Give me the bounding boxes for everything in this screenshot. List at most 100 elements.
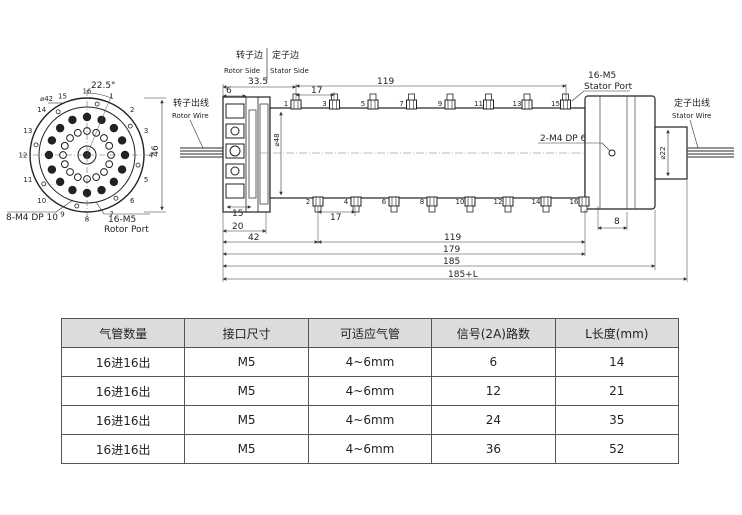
- front-port-number: 16: [83, 88, 92, 96]
- dim185-label: 185: [443, 257, 460, 267]
- port-fitting: [464, 196, 476, 207]
- stator-wire-bundle: [687, 147, 734, 158]
- inner-port: [100, 134, 108, 142]
- front-port-number: 1: [109, 92, 113, 100]
- rotor-side-cn: 转子边: [236, 49, 263, 61]
- side-port-number: 2: [306, 198, 310, 206]
- dim33-label: 33.5: [248, 77, 268, 87]
- dia48-label: ⌀48: [273, 133, 281, 146]
- port-fitting: [578, 196, 590, 207]
- side-port-number: 9: [438, 100, 442, 108]
- table-row: 16进16出 M5 4~6mm 24 35: [60, 405, 680, 435]
- angle-arc: [86, 92, 112, 99]
- stator-port-callout: 16-M5: [588, 71, 616, 81]
- outer-port: [82, 188, 92, 198]
- table-cell: 4~6mm: [307, 434, 433, 464]
- mount-hole: [135, 162, 141, 168]
- rotor-wire-en: Rotor Wire: [172, 112, 209, 120]
- col-header: 信号(2A)路数: [431, 318, 556, 348]
- inner-port: [60, 141, 69, 150]
- port-fitting: [367, 99, 379, 110]
- dim17-bot-label: 17: [330, 213, 341, 223]
- dim17-top-label: 17: [311, 86, 322, 96]
- dim8-label: 8: [614, 217, 620, 227]
- port-fitting: [406, 99, 417, 110]
- rotor-flange-fittings: [225, 103, 269, 205]
- port-fitting: [426, 196, 438, 207]
- rotor-port-leader: [95, 201, 105, 215]
- col-header: 可适应气管: [307, 318, 433, 348]
- port-fitting: [444, 99, 456, 110]
- port-fitting: [290, 99, 302, 110]
- table-cell: M5: [184, 405, 309, 435]
- front-port-number: 9: [60, 211, 64, 219]
- side-port-number: 8: [420, 198, 424, 206]
- front-port-number: 8: [85, 216, 89, 224]
- dim15-label: 15: [232, 209, 243, 219]
- side-port-number: 7: [399, 100, 403, 108]
- outer-port: [117, 165, 127, 174]
- front-port-number: 3: [144, 127, 148, 135]
- rotor-wire-bundle: [180, 147, 224, 158]
- port-fitting: [350, 196, 362, 207]
- side-port-number: 14: [532, 198, 541, 206]
- front-port-number: 2: [130, 106, 134, 114]
- outer-port: [44, 150, 54, 160]
- mount-hole: [55, 109, 61, 115]
- table-header-row: 气管数量 接口尺寸 可适应气管 信号(2A)路数 L长度(mm): [60, 318, 680, 348]
- port-fitting: [329, 99, 340, 110]
- front-port-number: 12: [19, 152, 28, 160]
- mount-hole: [33, 142, 39, 148]
- holes-callout: 8-M4 DP 10: [6, 213, 58, 223]
- inner-port: [66, 168, 74, 176]
- table-cell: M5: [184, 376, 309, 406]
- dia22-label: ⌀22: [659, 146, 667, 159]
- stator-wire-en: Stator Wire: [672, 112, 711, 120]
- dim119-top-label: 119: [377, 77, 394, 87]
- mount-hole: [127, 123, 133, 129]
- outer-port: [47, 136, 57, 145]
- inner-port: [83, 175, 91, 183]
- outer-port: [109, 177, 119, 187]
- col-header: 接口尺寸: [184, 318, 309, 348]
- stator-side-cn: 定子边: [272, 49, 299, 61]
- col-header: L长度(mm): [554, 318, 680, 348]
- inner-port: [92, 173, 101, 182]
- stator-port-label: Stator Port: [584, 82, 633, 92]
- dim119-bot-label: 119: [444, 233, 461, 243]
- dim20-label: 20: [232, 222, 244, 232]
- inner-port: [100, 168, 108, 176]
- outer-port: [47, 165, 57, 174]
- outer-port: [55, 177, 65, 187]
- outer-port: [109, 123, 119, 133]
- dim179-label: 179: [443, 245, 460, 255]
- dim185L-label: 185+L: [448, 270, 478, 280]
- inner-port: [92, 128, 101, 137]
- inner-port: [73, 128, 82, 137]
- side-port-number: 4: [344, 198, 349, 206]
- port-fitting: [521, 99, 533, 110]
- side-port-number: 3: [322, 100, 326, 108]
- side-port-number: 1: [284, 100, 288, 108]
- side-port-number: 11: [474, 100, 483, 108]
- table-cell: M5: [184, 347, 309, 377]
- inner-port: [107, 151, 115, 159]
- inner-port: [66, 134, 74, 142]
- port-fitting: [312, 196, 324, 207]
- table-cell: 16进16出: [60, 434, 186, 464]
- table-cell: 16进16出: [60, 376, 186, 406]
- rotor-side-en: Rotor Side: [224, 67, 260, 75]
- end-cap: [584, 95, 656, 210]
- dim46-label: 46: [151, 145, 161, 157]
- rotor-port-callout: 16-M5: [108, 215, 136, 225]
- table-cell: 35: [554, 405, 680, 435]
- table-row: 16进16出 M5 4~6mm 12 21: [60, 376, 680, 406]
- mount-hole: [113, 195, 119, 201]
- front-port-number: 14: [37, 106, 46, 114]
- rotor-flange: [222, 96, 271, 213]
- table-cell: 4~6mm: [307, 405, 433, 435]
